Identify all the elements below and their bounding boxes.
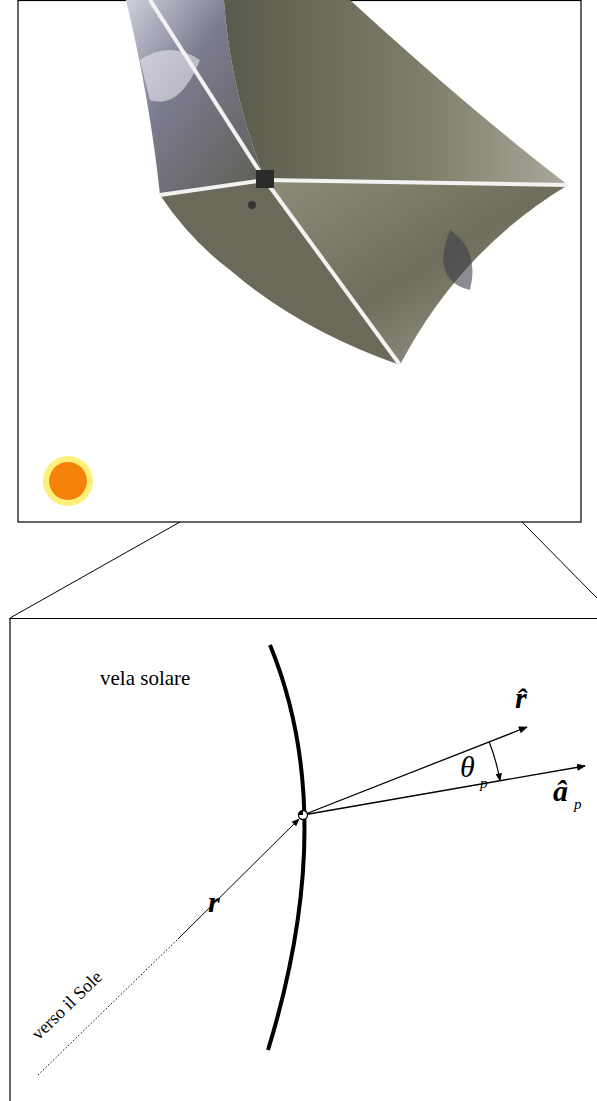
vector-label: r̂: [515, 683, 527, 713]
angle-subscript: p: [480, 776, 488, 791]
vector-label: â: [553, 776, 568, 806]
direction-note: verso il Sole: [28, 967, 105, 1042]
angle-label: θ: [460, 752, 475, 782]
part-name: vela solare: [100, 668, 190, 689]
vector-label: r: [208, 887, 220, 917]
vector-subscript: p: [574, 797, 582, 812]
